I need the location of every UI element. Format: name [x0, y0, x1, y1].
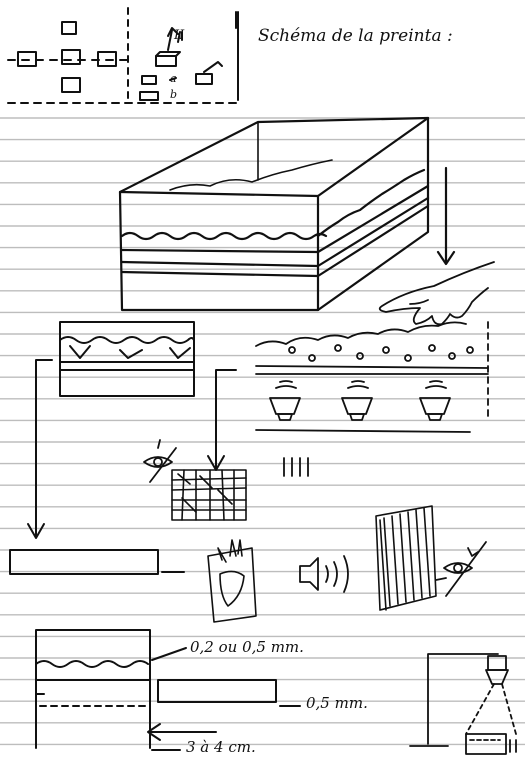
- striped-panel: [375, 505, 437, 611]
- lamp-stand: [409, 653, 517, 755]
- lamp-icon: [269, 380, 301, 421]
- thickness-diagram: [35, 629, 301, 751]
- page-title: Schéma de la preinta :: [258, 26, 453, 46]
- pebble-layer-with-lamps: [255, 321, 489, 433]
- thickness-label: 0,2 ou 0,5 mm.: [190, 638, 304, 656]
- tally-marks: [283, 457, 309, 477]
- eye-icon: [435, 541, 487, 597]
- lamp-icon: [419, 380, 451, 421]
- lamp-icon: [341, 380, 373, 421]
- woven-sample: [171, 469, 247, 521]
- mark-label: II: [174, 28, 185, 43]
- eye-icon: [143, 439, 177, 483]
- hand-icon: [378, 261, 495, 326]
- top-left-squares-sketch: [7, 7, 239, 104]
- slice-cross-section: [27, 321, 237, 539]
- material-strip: [9, 549, 185, 575]
- layer-label: 0,5 mm.: [306, 694, 368, 712]
- lamp-icon: [299, 555, 349, 593]
- width-label: 3 à 4 cm.: [186, 738, 256, 756]
- framed-hand-glass: [207, 539, 257, 623]
- layered-block-3d: [118, 116, 456, 312]
- mark-label: a: [170, 72, 177, 85]
- mark-label: b: [170, 88, 178, 101]
